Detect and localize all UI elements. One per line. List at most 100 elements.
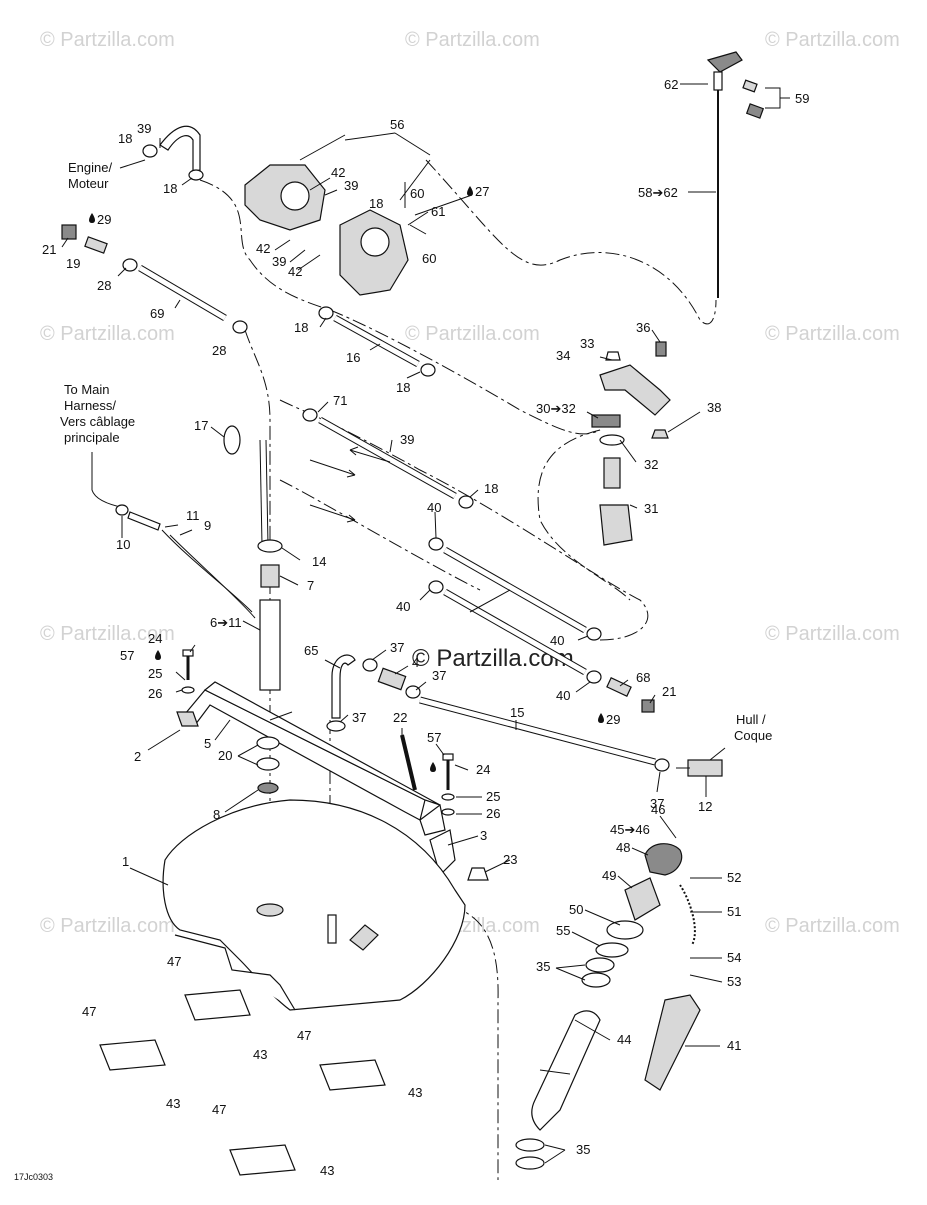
tank-opening	[256, 903, 284, 917]
callout: 16	[346, 350, 360, 365]
callout: 42	[256, 241, 270, 256]
callout: 18	[369, 196, 383, 211]
fuel-tank	[162, 799, 466, 1011]
callout: 8	[213, 807, 220, 822]
callout: 27	[475, 184, 489, 199]
callout: 40	[556, 688, 570, 703]
callout: 18	[118, 131, 132, 146]
callout: 56	[390, 117, 404, 132]
callout: 10	[116, 537, 130, 552]
clamp	[586, 670, 602, 684]
callout: 21	[42, 242, 56, 257]
callout: 22	[393, 710, 407, 725]
clamp	[188, 169, 204, 181]
callout: 5	[204, 736, 211, 751]
callout: 40	[550, 633, 564, 648]
callout: 65	[304, 643, 318, 658]
clamp	[515, 1156, 545, 1170]
hose	[333, 315, 420, 367]
cap	[641, 699, 655, 713]
hose	[138, 265, 227, 321]
callout: 15	[510, 705, 524, 720]
callout: 37	[432, 668, 446, 683]
callout: 60	[422, 251, 436, 266]
fitting	[84, 236, 108, 254]
washer	[441, 808, 455, 816]
callout: 53	[727, 974, 741, 989]
callout: 43	[320, 1163, 334, 1178]
clamp	[420, 363, 436, 377]
watermark: © Partzilla.com	[765, 29, 900, 51]
clamp	[256, 736, 280, 750]
dipstick-washer	[742, 79, 758, 93]
watermark: © Partzilla.com	[765, 323, 900, 345]
callout: 6➔11	[210, 615, 242, 630]
nut	[467, 867, 489, 881]
callout: 52	[727, 870, 741, 885]
clamp	[142, 144, 158, 158]
grease-icon	[155, 650, 161, 660]
callout: 12	[698, 799, 712, 814]
callout: 71	[333, 393, 347, 408]
callout: 9	[204, 518, 211, 533]
grease-icon	[467, 186, 473, 196]
callout: 24	[476, 762, 490, 777]
callout: 24	[148, 631, 162, 646]
check-valve	[377, 667, 407, 691]
filter-element	[603, 457, 621, 489]
watermark: © Partzilla.com	[405, 29, 540, 51]
watermark: © Partzilla.com	[40, 323, 175, 345]
tether	[679, 884, 696, 946]
callout: 20	[218, 748, 232, 763]
callout: 32	[644, 457, 658, 472]
callout: 1	[122, 854, 129, 869]
clamp	[362, 658, 378, 672]
callout: 25	[148, 666, 162, 681]
dipstick-seal	[745, 103, 765, 119]
labels: Engine/ Moteur To Main Harness/ Vers câb…	[14, 160, 772, 1182]
mounting-pad	[229, 1144, 296, 1176]
callout: 28	[97, 278, 111, 293]
clamp	[115, 504, 129, 516]
callout: 45➔46	[610, 822, 650, 837]
callout: 48	[616, 840, 630, 855]
leader-lines	[61, 83, 790, 1164]
carburetor-rear-throat	[360, 227, 390, 257]
callout: 69	[150, 306, 164, 321]
clamp	[326, 720, 346, 732]
grommet	[260, 564, 280, 588]
callout: 60	[410, 186, 424, 201]
watermark: © Partzilla.com	[40, 623, 175, 645]
callout: 26	[486, 806, 500, 821]
callout: 34	[556, 348, 570, 363]
mounting-pad	[319, 1059, 386, 1091]
screw	[655, 341, 667, 357]
fitting	[606, 677, 632, 697]
clamp	[257, 539, 283, 553]
callout: 3	[480, 828, 487, 843]
grease-icon	[598, 713, 604, 723]
watermark: © Partzilla.com	[405, 323, 540, 345]
clamp	[586, 627, 602, 641]
callout: 55	[556, 923, 570, 938]
callout: 14	[312, 554, 326, 569]
callout: 18	[294, 320, 308, 335]
callout: 33	[580, 336, 594, 351]
callout: 49	[602, 868, 616, 883]
callout: 43	[253, 1047, 267, 1062]
clamp	[428, 537, 444, 551]
filter-bracket	[599, 364, 671, 416]
callout: 21	[662, 684, 676, 699]
carburetor-front-throat	[280, 181, 310, 211]
callout: 51	[727, 904, 741, 919]
callout: 39	[344, 178, 358, 193]
callout: 47	[212, 1102, 226, 1117]
strap-foot	[176, 711, 199, 727]
dipstick-cap	[713, 71, 723, 91]
washer	[181, 686, 195, 694]
filter-bowl	[599, 504, 633, 546]
callout: 39	[272, 254, 286, 269]
hose	[318, 417, 457, 499]
clamp	[302, 408, 318, 422]
vent-nipple	[327, 914, 337, 944]
